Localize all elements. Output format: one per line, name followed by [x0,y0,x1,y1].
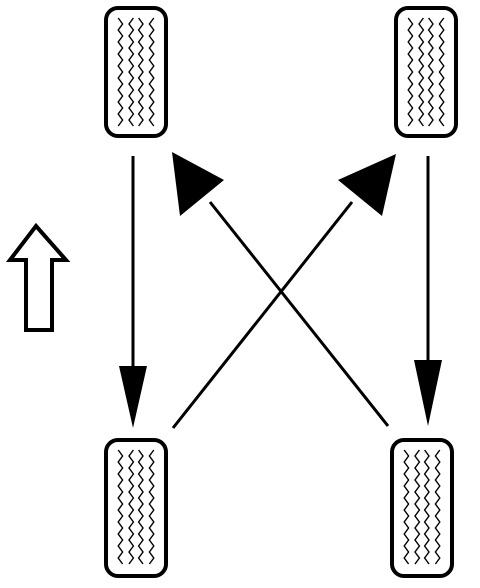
tire-rear-right [390,438,454,578]
forward-arrow-icon [5,222,71,332]
tread-line [117,17,124,127]
tread-line [414,449,421,565]
tread-line [403,449,410,565]
tread-line [407,17,414,127]
tread-line [148,17,155,127]
arrow-rear-right-to-front-left [172,152,390,427]
tread-line [148,449,155,565]
tread-line [418,17,425,127]
arrow-front-right-to-rear-right [414,156,442,426]
tread-line [128,449,135,565]
tread-line [128,17,135,127]
tread-line [137,449,144,565]
tread-line [438,17,445,127]
arrow-front-left-to-rear-left [119,156,147,428]
tire-front-right [394,6,458,138]
tire-rear-left [104,438,168,578]
tread-line [423,449,430,565]
tread-line [427,17,434,127]
tread-line [137,17,144,127]
tread-line [117,449,124,565]
arrow-rear-left-to-front-right [171,154,396,429]
tire-front-left [104,6,168,138]
tread-line [434,449,441,565]
